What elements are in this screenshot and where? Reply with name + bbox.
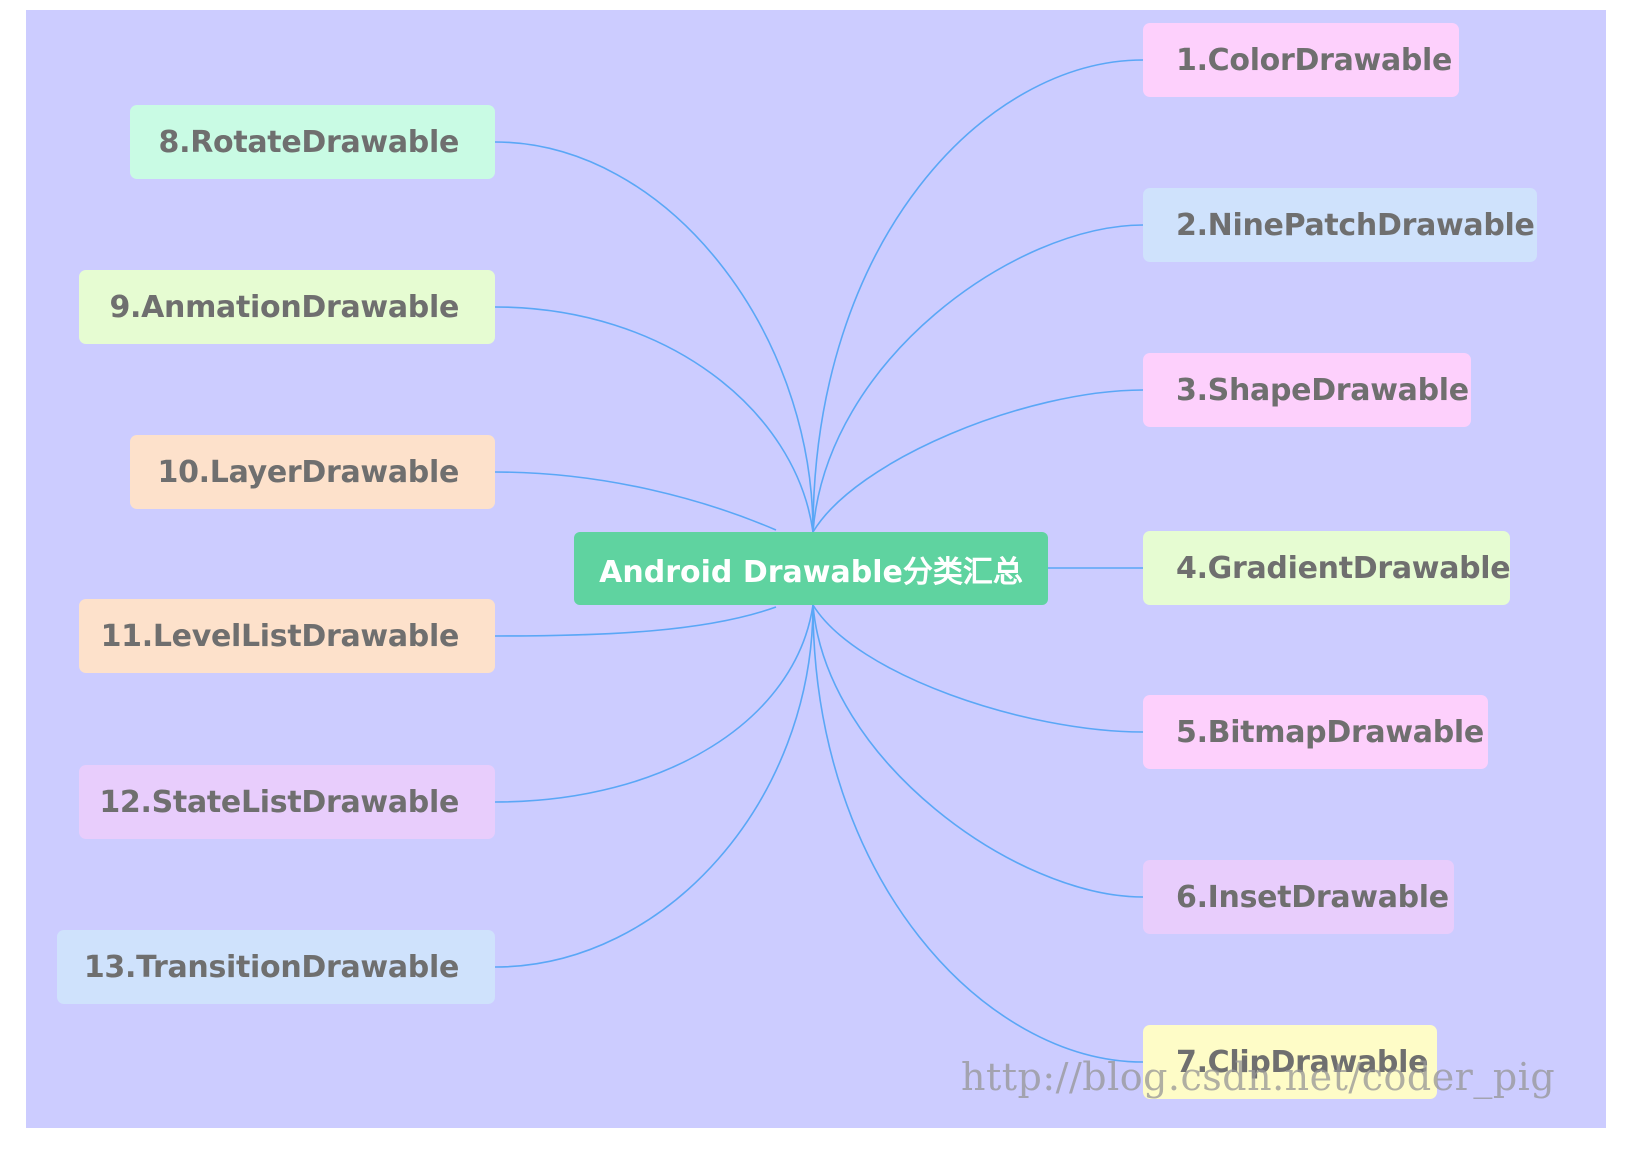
node-label: 3.ShapeDrawable bbox=[1176, 372, 1469, 408]
link-3 bbox=[812, 389, 1144, 533]
node-label: 2.NinePatchDrawable bbox=[1176, 207, 1535, 243]
node-label: 1.ColorDrawable bbox=[1176, 42, 1453, 78]
link-7 bbox=[812, 604, 1144, 1063]
node-label: 10.LayerDrawable bbox=[157, 454, 460, 490]
link-5 bbox=[812, 604, 1144, 733]
node-rotate-drawable[interactable]: 8.RotateDrawable bbox=[130, 105, 495, 179]
link-1 bbox=[812, 59, 1144, 533]
node-inset-drawable[interactable]: 6.InsetDrawable bbox=[1143, 860, 1454, 934]
node-label: 9.AnmationDrawable bbox=[109, 289, 459, 325]
node-bitmap-drawable[interactable]: 5.BitmapDrawable bbox=[1143, 695, 1488, 769]
link-9 bbox=[494, 306, 814, 533]
node-transition-drawable[interactable]: 13.TransitionDrawable bbox=[57, 930, 495, 1004]
node-layer-drawable[interactable]: 10.LayerDrawable bbox=[130, 435, 495, 509]
node-levellist-drawable[interactable]: 11.LevelListDrawable bbox=[79, 599, 495, 673]
node-color-drawable[interactable]: 1.ColorDrawable bbox=[1143, 23, 1459, 97]
link-10 bbox=[494, 471, 777, 531]
center-node[interactable]: Android Drawable分类汇总 bbox=[574, 532, 1048, 605]
center-node-label: Android Drawable分类汇总 bbox=[599, 554, 1023, 590]
node-gradient-drawable[interactable]: 4.GradientDrawable bbox=[1143, 531, 1511, 605]
node-shape-drawable[interactable]: 3.ShapeDrawable bbox=[1143, 353, 1471, 427]
link-2 bbox=[812, 224, 1144, 533]
node-label: 5.BitmapDrawable bbox=[1176, 714, 1484, 750]
node-statelist-drawable[interactable]: 12.StateListDrawable bbox=[79, 765, 495, 839]
node-label: 8.RotateDrawable bbox=[158, 124, 460, 160]
node-label: 12.StateListDrawable bbox=[99, 784, 459, 820]
node-label: 11.LevelListDrawable bbox=[100, 618, 460, 654]
node-label: 13.TransitionDrawable bbox=[83, 949, 459, 985]
node-label: 4.GradientDrawable bbox=[1176, 550, 1511, 586]
watermark-text: http://blog.csdn.net/coder_pig bbox=[961, 1055, 1556, 1099]
node-animation-drawable[interactable]: 9.AnmationDrawable bbox=[79, 270, 495, 344]
node-label: 6.InsetDrawable bbox=[1176, 879, 1449, 915]
node-ninepatch-drawable[interactable]: 2.NinePatchDrawable bbox=[1143, 188, 1537, 262]
link-11 bbox=[494, 606, 777, 637]
node-label: 7.ClipDrawable bbox=[1176, 1044, 1429, 1080]
link-12 bbox=[494, 604, 814, 803]
connector-lines bbox=[494, 59, 1144, 1063]
link-6 bbox=[812, 604, 1144, 898]
mind-map-canvas: 1.ColorDrawable 2.NinePatchDrawable 3.Sh… bbox=[26, 10, 1606, 1128]
node-clip-drawable[interactable]: 7.ClipDrawable bbox=[1143, 1025, 1437, 1099]
link-13 bbox=[494, 604, 814, 968]
link-8 bbox=[494, 141, 814, 533]
